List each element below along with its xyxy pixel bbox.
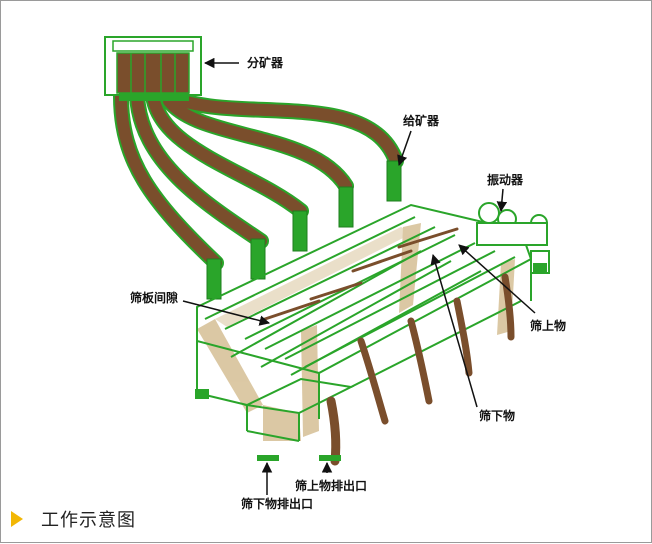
label-undersize-outlet: 筛下物排出口: [241, 497, 314, 511]
caption-text: 工作示意图: [41, 510, 136, 531]
label-undersize: 筛下物: [479, 409, 516, 423]
label-vibrator: 振动器: [487, 173, 524, 187]
support-feet: [195, 263, 547, 399]
label-splitter: 分矿器: [247, 56, 284, 70]
vibrator-unit: [476, 202, 550, 274]
label-screen-gap: 筛板间隙: [130, 291, 179, 305]
ore-feed-pipes: [113, 88, 404, 271]
callout-arrows: [182, 57, 536, 495]
label-feeder: 给矿器: [403, 114, 440, 128]
discharge-outlets: [257, 455, 341, 461]
ore-splitter: [104, 36, 202, 101]
triangle-right-icon: [11, 511, 23, 527]
screen-frame: [196, 203, 533, 442]
figure-caption: 工作示意图: [11, 507, 136, 531]
feeder-nozzles: [206, 160, 402, 300]
label-oversize-outlet: 筛上物排出口: [295, 479, 368, 493]
screen-panels: [197, 223, 515, 441]
label-oversize: 筛上物: [530, 319, 567, 333]
ore-streams: [263, 227, 515, 466]
